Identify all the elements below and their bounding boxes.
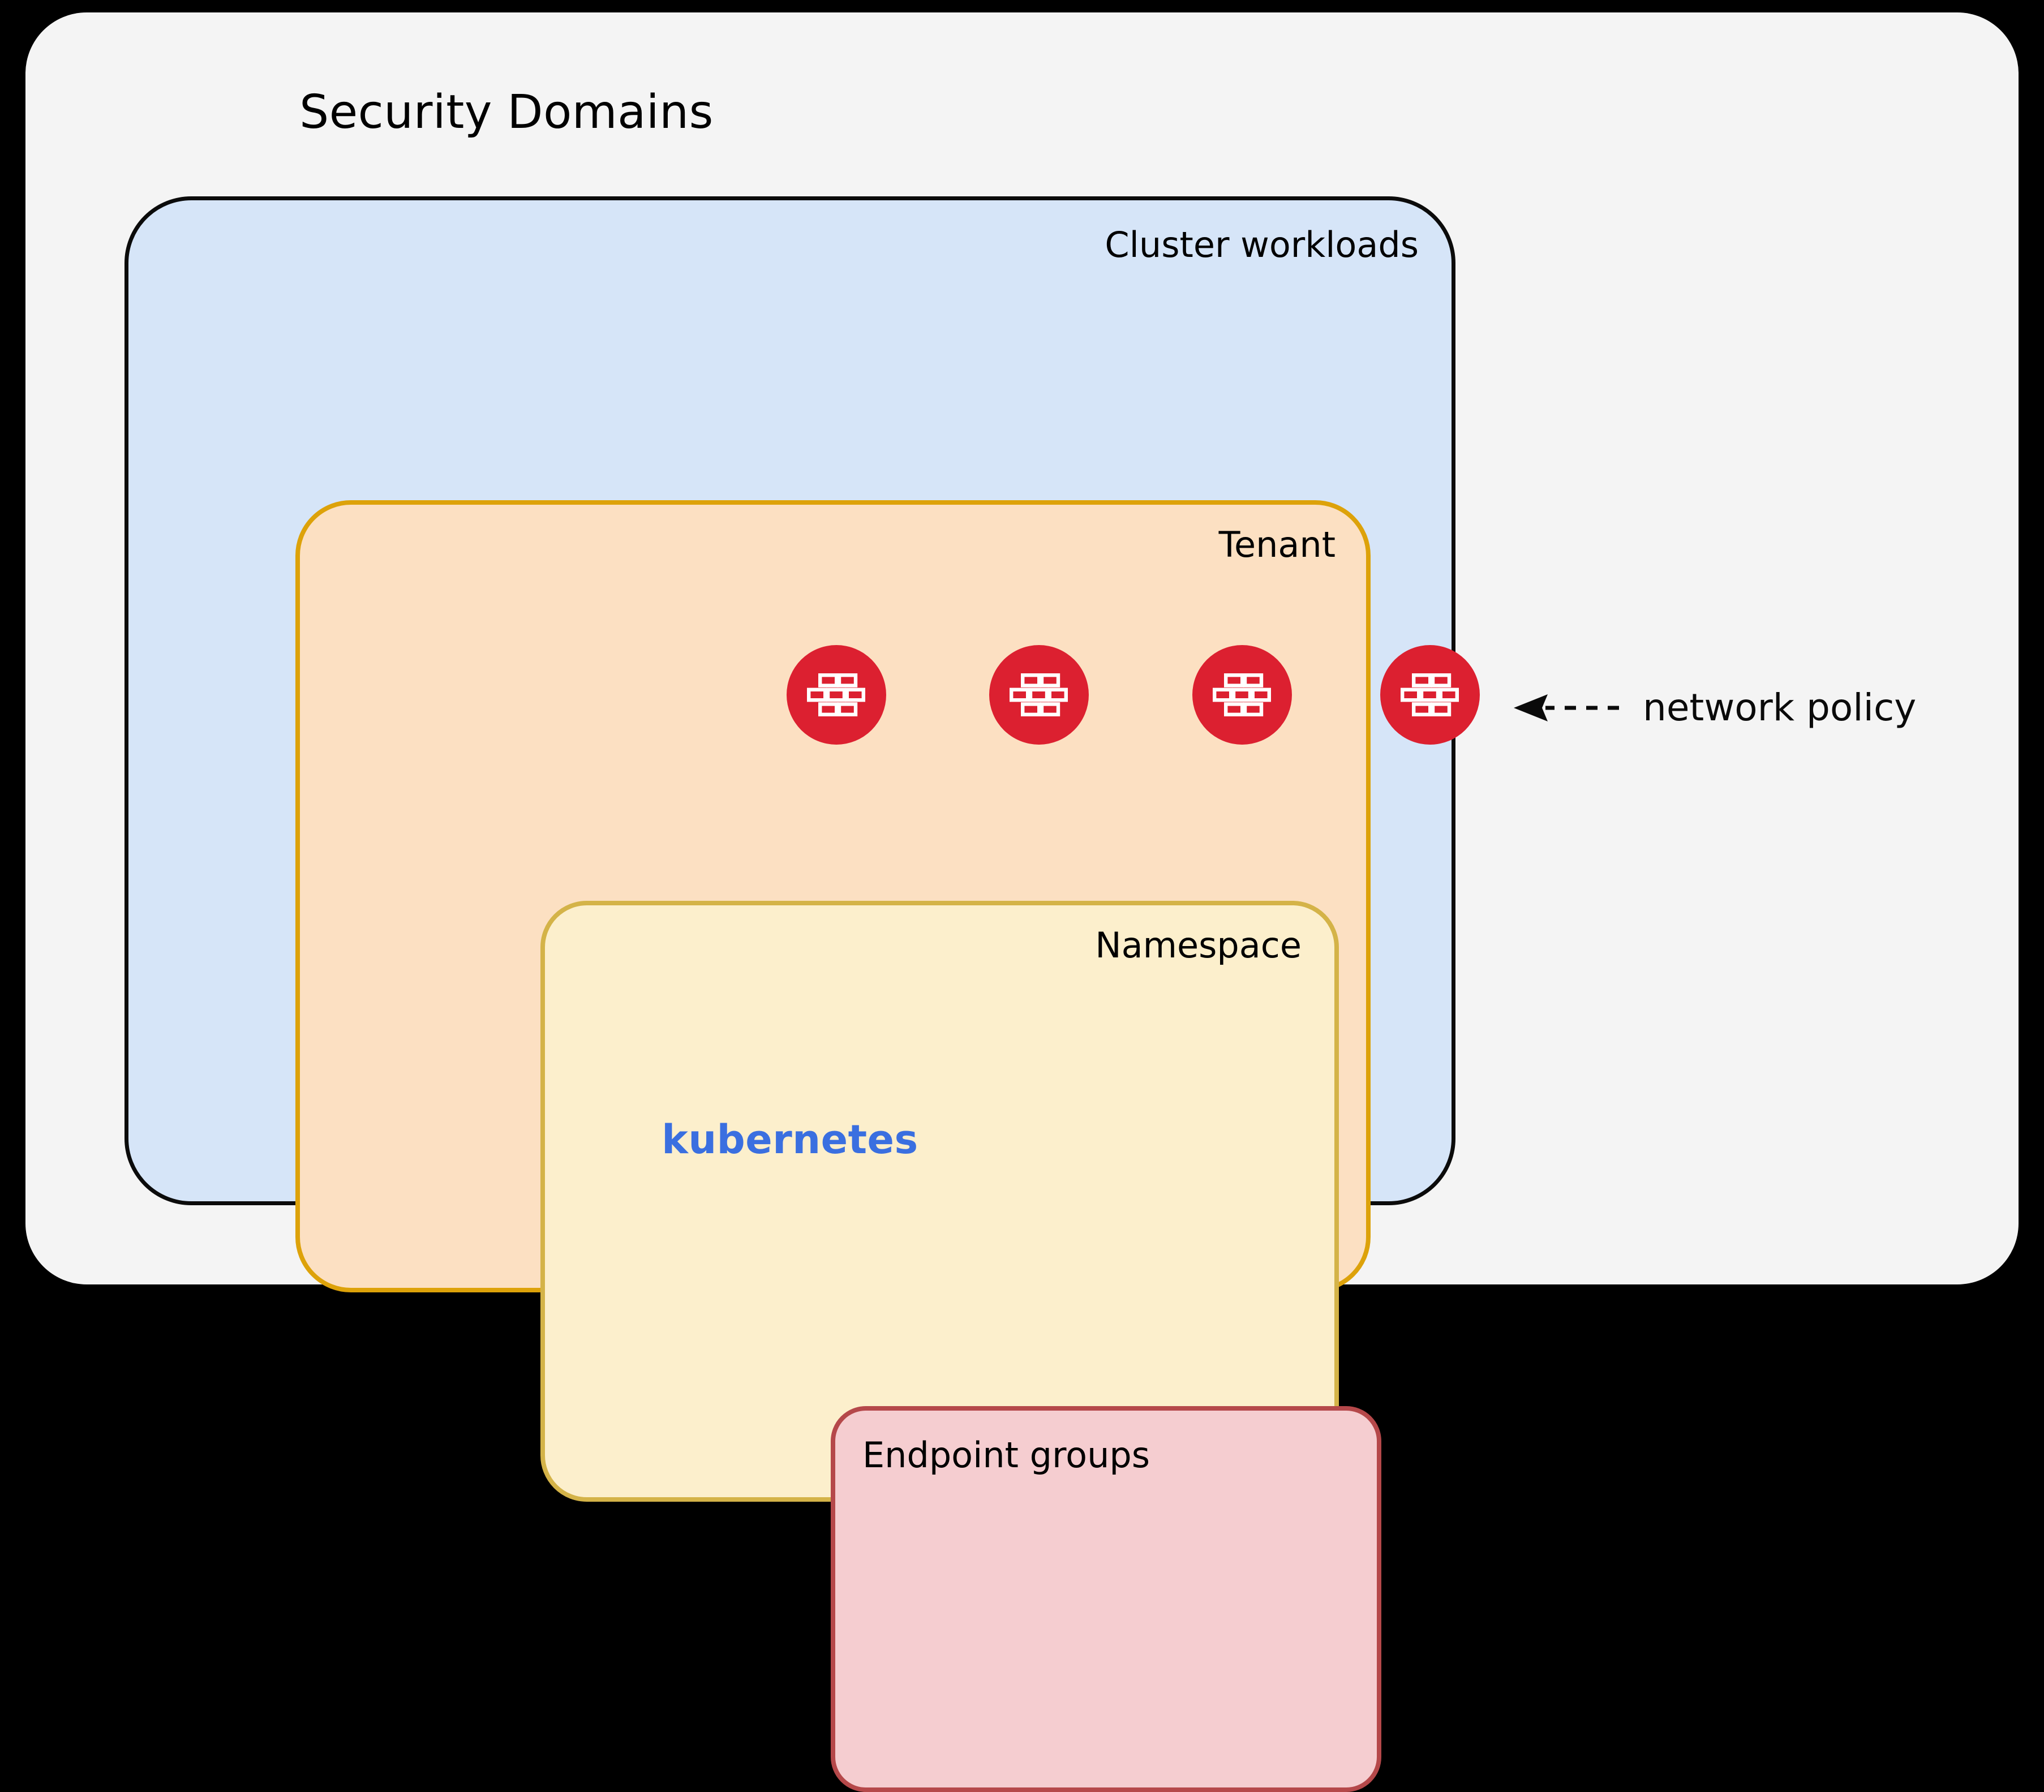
domain-label-cluster-workloads: Cluster workloads xyxy=(1105,224,1419,265)
security-domains-panel: Security Domains Cluster workloads Tenan… xyxy=(25,12,2019,1792)
firewall-brick-icon xyxy=(1212,672,1273,717)
domain-box-endpoint-groups[interactable]: Endpoint groups xyxy=(831,1406,1381,1792)
domain-label-endpoint-groups: Endpoint groups xyxy=(862,1434,1150,1476)
domain-label-namespace: Namespace xyxy=(1095,925,1302,966)
domain-box-tenant[interactable]: Tenant Namespace Endpoint groups xyxy=(295,500,1381,1792)
network-policy-annotation: network policy xyxy=(1508,682,2040,733)
network-policy-label: network policy xyxy=(1643,686,1917,729)
domain-box-namespace[interactable]: Namespace Endpoint groups xyxy=(540,901,1381,1792)
policy-node-cluster-workloads[interactable] xyxy=(1380,645,1480,745)
dashed-left-arrow-icon xyxy=(1514,694,1619,721)
kubernetes-brand-label: kubernetes xyxy=(662,1116,918,1163)
firewall-brick-icon xyxy=(1399,672,1461,717)
diagram-canvas: Security Domains Cluster workloads Tenan… xyxy=(25,12,2019,1792)
policy-node-tenant[interactable] xyxy=(1192,645,1292,745)
policy-node-endpoint-groups[interactable] xyxy=(787,645,886,745)
domain-label-tenant: Tenant xyxy=(1218,524,1336,565)
policy-node-namespace[interactable] xyxy=(989,645,1089,745)
firewall-brick-icon xyxy=(806,672,867,717)
firewall-brick-icon xyxy=(1008,672,1070,717)
page-title: Security Domains xyxy=(299,85,714,139)
